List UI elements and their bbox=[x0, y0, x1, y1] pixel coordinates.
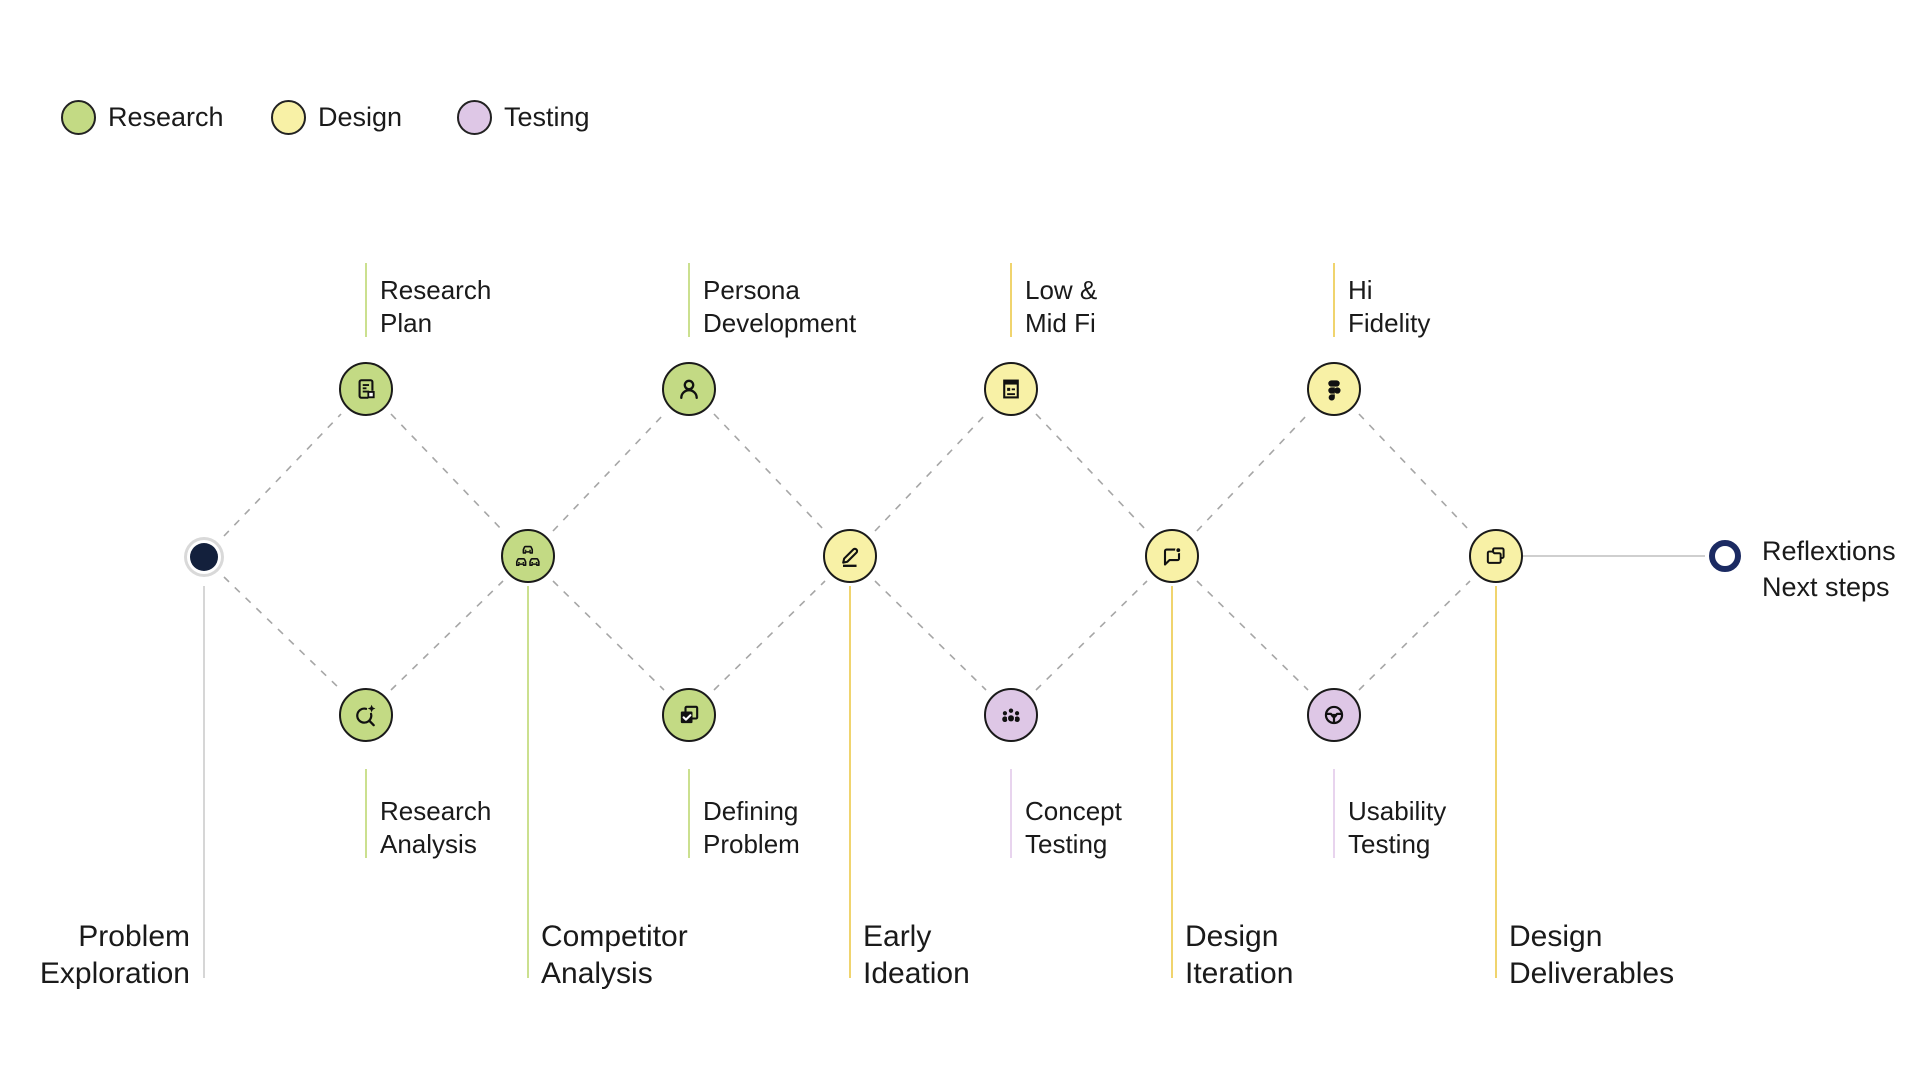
node-low-mid-fi bbox=[984, 362, 1038, 416]
phase-line-competitor-analysis bbox=[527, 586, 529, 978]
label-hi-fidelity: Hi Fidelity bbox=[1348, 275, 1431, 338]
legend-label-design: Design bbox=[318, 102, 403, 132]
label-usability-testing: Usability Testing bbox=[1348, 796, 1447, 859]
node-early-ideation bbox=[823, 529, 877, 583]
node-usability-testing bbox=[1307, 688, 1361, 742]
label-reflections-next-steps: Reflextions Next steps bbox=[1762, 536, 1896, 602]
label-concept-testing: Concept Testing bbox=[1025, 796, 1122, 859]
chat-bubble-icon bbox=[1163, 546, 1182, 566]
phase-line-problem-exploration bbox=[203, 586, 205, 978]
document-icon bbox=[358, 379, 375, 399]
phase-line-design-iteration bbox=[1171, 586, 1173, 978]
label-defining-problem: Defining Problem bbox=[703, 796, 800, 859]
phase-line-early-ideation bbox=[849, 586, 851, 978]
node-research-plan bbox=[339, 362, 393, 416]
steering-wheel-icon bbox=[1324, 705, 1344, 725]
label-research-analysis: Research Analysis bbox=[380, 796, 492, 859]
legend-label-research: Research bbox=[108, 102, 224, 132]
end-connector-line bbox=[1523, 555, 1705, 557]
label-research-plan: Research Plan bbox=[380, 275, 492, 338]
label-design-iteration: Design Iteration bbox=[1185, 920, 1294, 990]
wireframe-icon bbox=[1003, 379, 1019, 399]
label-design-deliverables: Design Deliverables bbox=[1509, 920, 1675, 990]
tick-research-plan bbox=[365, 263, 367, 337]
label-problem-exploration: Problem Exploration bbox=[39, 920, 190, 990]
tick-hi-fidelity bbox=[1333, 263, 1335, 337]
testing-color-swatch bbox=[457, 100, 492, 135]
node-hi-fidelity bbox=[1307, 362, 1361, 416]
node-competitor-analysis bbox=[501, 529, 555, 583]
design-color-swatch bbox=[271, 100, 306, 135]
cars-icon bbox=[515, 545, 540, 567]
node-defining-problem bbox=[662, 688, 716, 742]
tick-persona-development bbox=[688, 263, 690, 337]
label-persona-development: Persona Development bbox=[703, 275, 857, 338]
node-persona-development bbox=[662, 362, 716, 416]
tick-research-analysis bbox=[365, 769, 367, 858]
tick-low-mid-fi bbox=[1010, 263, 1012, 337]
person-icon bbox=[680, 379, 698, 400]
legend-item-design: Design bbox=[271, 100, 402, 135]
tick-concept-testing bbox=[1010, 769, 1012, 858]
legend-item-research: Research bbox=[61, 100, 224, 135]
label-competitor-analysis: Competitor Analysis bbox=[541, 920, 688, 990]
legend-label-testing: Testing bbox=[504, 102, 590, 132]
timeline-end-node bbox=[1709, 540, 1741, 572]
timeline-start-node bbox=[190, 543, 218, 571]
node-research-analysis bbox=[339, 688, 393, 742]
pencil-icon bbox=[842, 547, 859, 567]
phase-line-design-deliverables bbox=[1495, 586, 1497, 978]
research-color-swatch bbox=[61, 100, 96, 135]
user-group-icon bbox=[1002, 707, 1020, 723]
checked-copies-icon bbox=[680, 705, 699, 724]
legend-item-testing: Testing bbox=[457, 100, 590, 135]
figma-icon bbox=[1328, 380, 1341, 401]
dashed-connectors bbox=[223, 413, 1471, 691]
folders-icon bbox=[1486, 547, 1505, 564]
node-design-iteration bbox=[1145, 529, 1199, 583]
label-low-mid-fi: Low & Mid Fi bbox=[1025, 275, 1098, 338]
tick-defining-problem bbox=[688, 769, 690, 858]
node-concept-testing bbox=[984, 688, 1038, 742]
label-early-ideation: Early Ideation bbox=[863, 920, 970, 990]
node-design-deliverables bbox=[1469, 529, 1523, 583]
search-sparkle-icon bbox=[356, 704, 376, 727]
tick-usability-testing bbox=[1333, 769, 1335, 858]
